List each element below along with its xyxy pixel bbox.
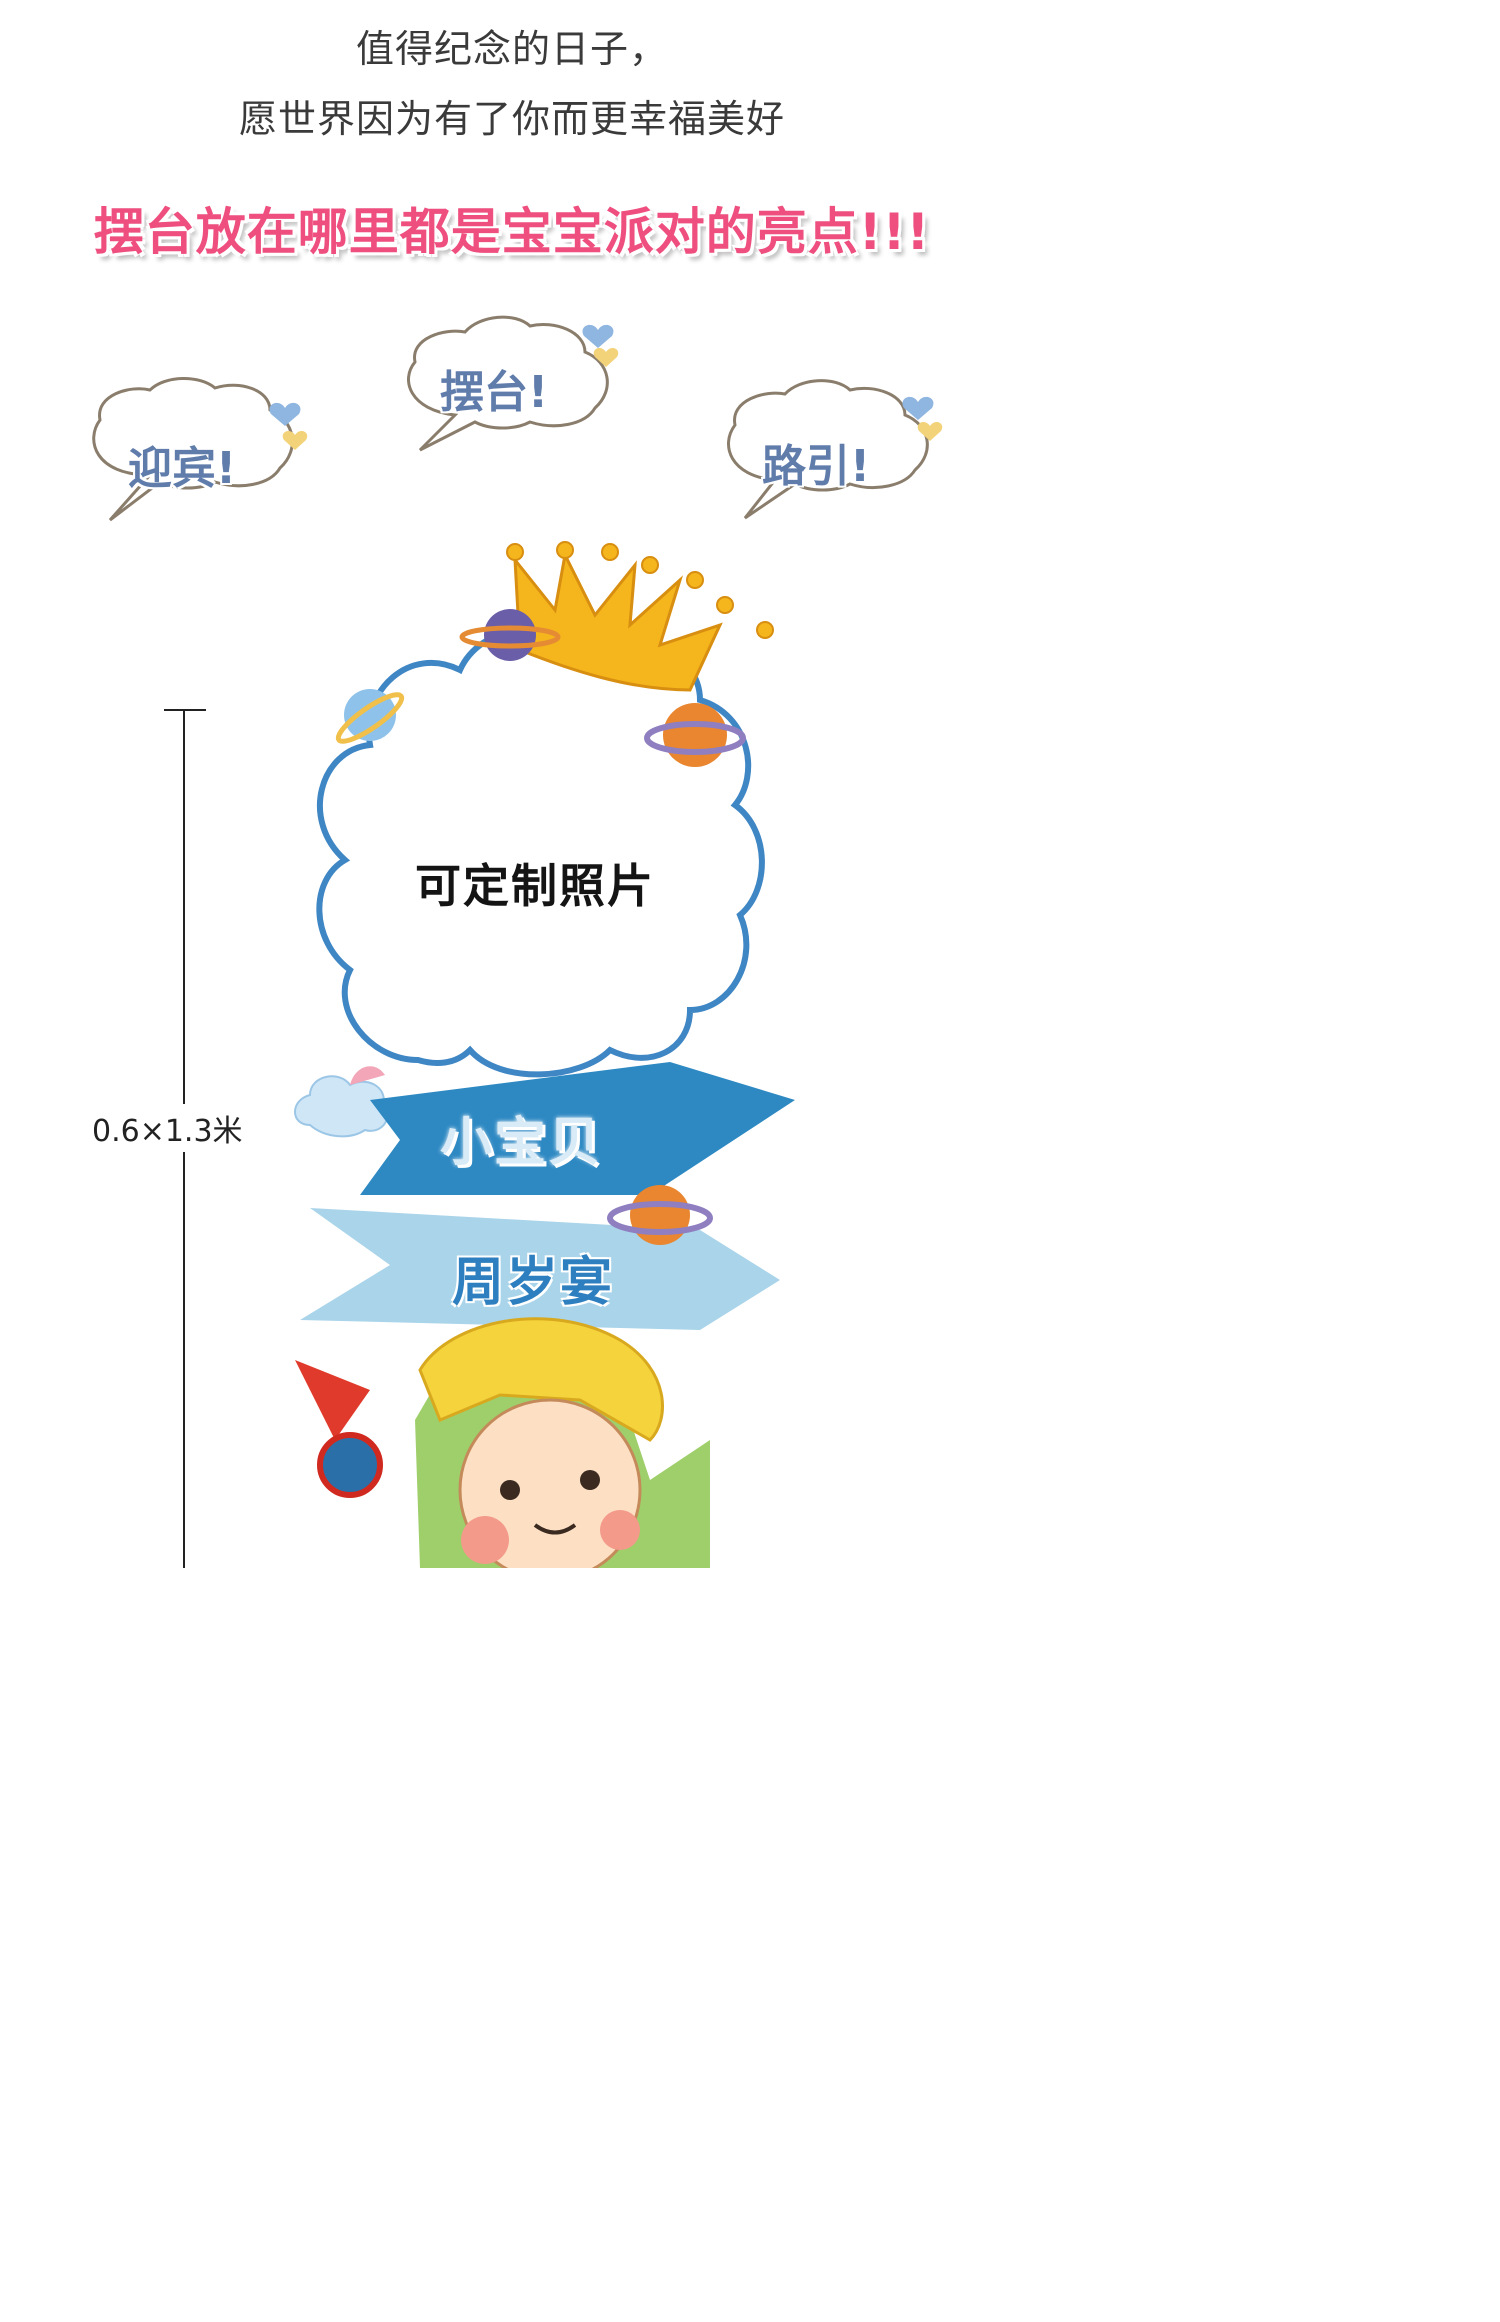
speech-bubble-guide-shape bbox=[727, 379, 929, 520]
banner-label-1: 小宝贝 bbox=[440, 1113, 603, 1173]
intro-line-2: 愿世界因为有了你而更幸福美好 bbox=[238, 97, 785, 141]
banner-dark-shape bbox=[360, 1062, 795, 1195]
party-board-art bbox=[294, 541, 795, 1568]
intro-line-1: 值得纪念的日子， bbox=[355, 27, 668, 71]
little-prince-character bbox=[295, 1317, 710, 1568]
bubble-label-welcome: 迎宾! bbox=[128, 443, 237, 494]
planet-icon bbox=[335, 689, 405, 744]
photo-placeholder-label: 可定制照片 bbox=[415, 859, 655, 913]
heart-icon bbox=[582, 324, 619, 367]
planet-icon bbox=[607, 1185, 713, 1245]
bubble-label-guide: 路引! bbox=[762, 441, 871, 492]
speech-bubbles-art bbox=[92, 315, 943, 522]
crown-icon bbox=[506, 541, 774, 692]
heart-icon bbox=[269, 402, 308, 450]
planet-icon bbox=[644, 703, 746, 767]
heart-icon bbox=[902, 396, 943, 441]
cloud-icon bbox=[294, 1066, 388, 1138]
speech-bubble-welcome-shape bbox=[92, 377, 294, 522]
bubble-label-stand: 摆台! bbox=[440, 367, 549, 418]
planet-icon bbox=[459, 609, 561, 661]
banner-label-2: 周岁宴 bbox=[452, 1253, 615, 1313]
speech-bubble-stand-shape bbox=[407, 315, 609, 452]
headline: 摆台放在哪里都是宝宝派对的亮点!!! bbox=[93, 203, 931, 261]
size-label: 0.6×1.3米 bbox=[92, 1104, 243, 1152]
